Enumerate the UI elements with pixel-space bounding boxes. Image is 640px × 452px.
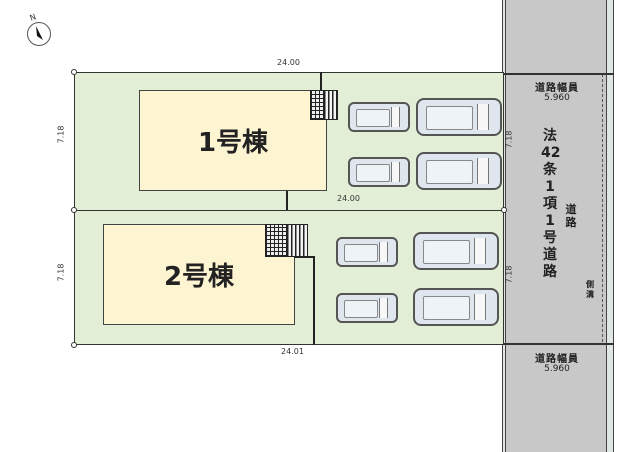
road-boundary-line-top	[502, 73, 614, 75]
parking-space-car	[416, 152, 502, 190]
stairs-icon	[310, 90, 324, 120]
lot-1-right-depth: 7.18	[504, 130, 514, 149]
lot-1-frontage-line	[320, 72, 322, 92]
lot-1-left-depth: 7.18	[56, 125, 66, 144]
road-width-value-top: 5.960	[544, 93, 570, 103]
stairs-icon	[265, 224, 287, 257]
boundary-marker	[71, 69, 77, 75]
parking-space-car	[348, 157, 410, 187]
parking-space-car	[416, 98, 502, 136]
lot-2-frontage-line	[313, 256, 315, 345]
parking-space-car	[348, 102, 410, 132]
road	[506, 0, 610, 452]
building-2-label: 2号棟	[163, 262, 235, 292]
road-label-small: 道 路	[565, 203, 577, 229]
parking-space-car	[336, 293, 398, 323]
parking-space-car	[413, 288, 499, 326]
road-width-value-bottom: 5.960	[544, 364, 570, 374]
building-1[interactable]: 1号棟	[139, 90, 327, 191]
lot-2-right-depth: 7.18	[504, 265, 514, 284]
road-width-label-top: 道路幅員	[535, 83, 579, 94]
building-2[interactable]: 2号棟	[103, 224, 295, 325]
boundary-marker	[501, 207, 507, 213]
road-width-label-bottom: 道路幅員	[535, 354, 579, 365]
entrance-steps-icon	[323, 90, 338, 120]
entrance-steps-icon	[286, 224, 308, 257]
road-boundary-line-bottom	[502, 343, 614, 345]
boundary-marker	[71, 207, 77, 213]
parking-space-car	[413, 232, 499, 270]
building-1-label: 1号棟	[197, 128, 269, 158]
boundary-marker	[71, 342, 77, 348]
gutter-label: 側 溝	[586, 280, 594, 299]
road-edge-right	[606, 0, 614, 452]
gutter-line	[602, 74, 603, 342]
lot-1-top-width: 24.00	[277, 58, 300, 67]
road-type-label: 法 42 条 1 項 1 号 道 路	[541, 128, 561, 280]
parking-space-car	[336, 237, 398, 267]
lot-1-bottom-width: 24.00	[337, 194, 360, 203]
north-arrow-icon	[27, 22, 51, 46]
lot-2-left-depth: 7.18	[56, 263, 66, 282]
lot-2-frontage-line-h	[294, 256, 314, 258]
lot-2-bottom-width: 24.01	[281, 347, 304, 356]
